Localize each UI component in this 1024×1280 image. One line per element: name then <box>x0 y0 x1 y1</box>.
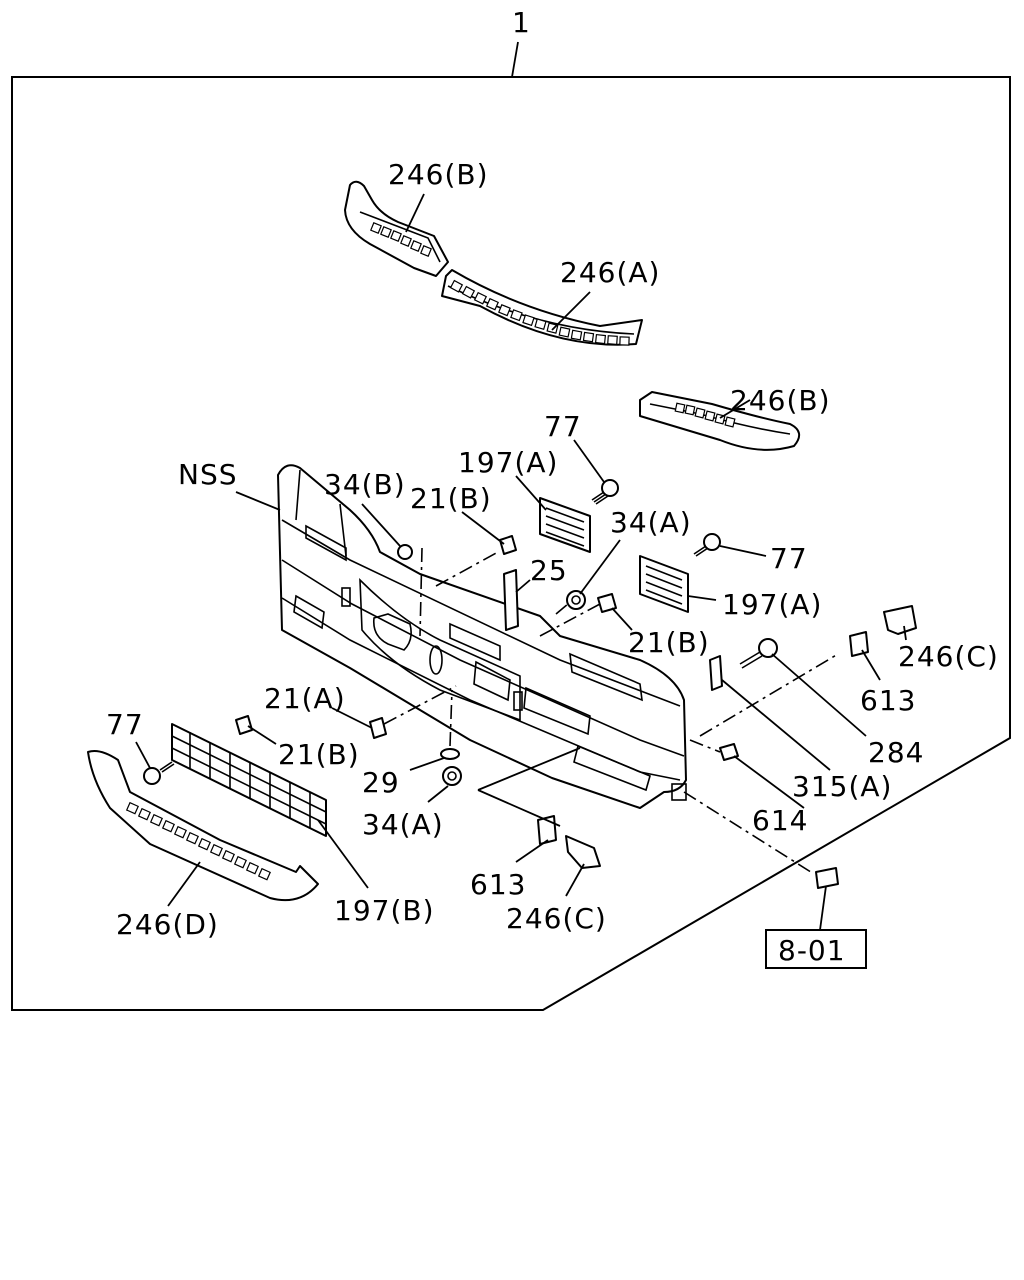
retainer-315a <box>709 655 723 691</box>
callout-21a: 21(A) <box>264 682 346 715</box>
callout-197a-right: 197(A) <box>722 588 822 621</box>
callout-21b-top: 21(B) <box>410 482 492 515</box>
grille-mesh-197b <box>171 723 327 837</box>
bolt-284 <box>739 638 778 669</box>
bracket-25 <box>503 569 519 631</box>
callout-197a-top: 197(A) <box>458 446 558 479</box>
washer-29 <box>440 748 460 760</box>
callout-77-right: 77 <box>770 542 808 575</box>
callout-614: 614 <box>752 804 808 837</box>
callout-77-left: 77 <box>106 708 144 741</box>
nut-34b <box>397 544 413 560</box>
callout-613-right: 613 <box>860 684 916 717</box>
callout-34b: 34(B) <box>324 468 406 501</box>
leader-lines <box>135 193 907 931</box>
callout-21b-left: 21(B) <box>278 738 360 771</box>
callout-29: 29 <box>362 766 400 799</box>
grille-strip-right <box>639 391 801 451</box>
grille-strip-left <box>344 180 449 277</box>
pin-614 <box>719 743 739 761</box>
clip-613-right <box>849 631 869 657</box>
lower-strip-246d <box>87 750 319 902</box>
callout-21b-mid: 21(B) <box>628 626 710 659</box>
screw-77-top <box>591 479 619 505</box>
clip-21a <box>369 717 387 739</box>
callout-284: 284 <box>868 736 924 769</box>
callout-315a: 315(A) <box>792 770 892 803</box>
reference-box-frame <box>765 929 867 969</box>
callout-246c-bottom: 246(C) <box>506 902 607 935</box>
callout-nss: NSS <box>178 458 238 491</box>
reference-box-label: 8-01 <box>778 934 846 967</box>
callout-246c-right: 246(C) <box>898 640 999 673</box>
bracket-246c-bottom <box>565 835 601 869</box>
callout-246d: 246(D) <box>116 908 219 941</box>
screw-77-right <box>693 533 721 557</box>
nut-34a-low <box>442 766 462 786</box>
callout-77-top: 77 <box>544 410 582 443</box>
clip-21b-mid <box>597 593 617 613</box>
grille-panel-197a-top <box>539 497 591 553</box>
bumper-body <box>277 464 687 809</box>
callout-246a: 246(A) <box>560 256 660 289</box>
callout-34a-low: 34(A) <box>362 808 444 841</box>
clip-21b-top <box>499 535 517 555</box>
bracket-246c-right <box>883 605 917 635</box>
screw-77-left <box>143 761 175 785</box>
assembly-number: 1 <box>512 6 531 39</box>
grille-strip-center <box>441 269 643 346</box>
cap-8-01 <box>815 867 839 889</box>
assembly-dash-lines <box>383 547 839 875</box>
assembly-frame <box>11 76 1011 1011</box>
clip-21b-left <box>235 715 253 735</box>
nut-34a-top <box>566 590 586 610</box>
assembly-leader <box>511 41 519 78</box>
grille-panel-197a-right <box>639 555 689 613</box>
callout-25: 25 <box>530 554 568 587</box>
callout-246b-right: 246(B) <box>730 384 831 417</box>
callout-34a-top: 34(A) <box>610 506 692 539</box>
callout-246b-top: 246(B) <box>388 158 489 191</box>
callout-613-bottom: 613 <box>470 868 526 901</box>
callout-197b: 197(B) <box>334 894 435 927</box>
